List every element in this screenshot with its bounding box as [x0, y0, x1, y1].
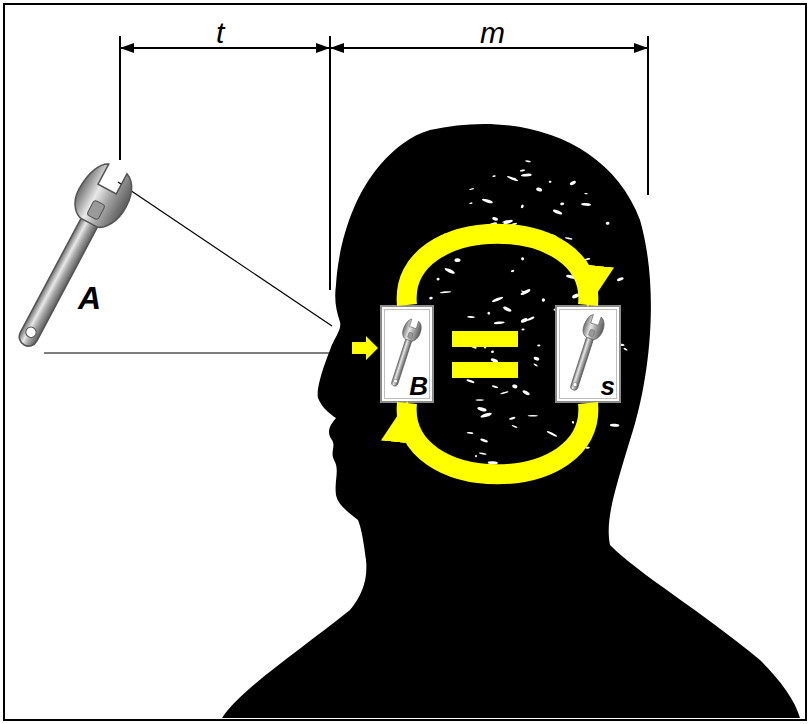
- equals-sign: [452, 331, 518, 378]
- image-box: s: [555, 305, 621, 403]
- frame: [4, 4, 806, 720]
- image-box: B: [380, 305, 434, 403]
- wrench: [2, 157, 140, 357]
- part-label: A: [78, 282, 101, 314]
- cycle-arrow: [407, 234, 589, 305]
- dimension-label: t: [216, 18, 224, 48]
- head-silhouette: [222, 124, 800, 718]
- cycle-arrow: [407, 403, 589, 474]
- dimension-label: m: [480, 18, 505, 48]
- input-arrow: [352, 336, 378, 360]
- box-label: s: [601, 373, 615, 399]
- hair-texture: [429, 160, 628, 470]
- box-label: B: [409, 373, 428, 399]
